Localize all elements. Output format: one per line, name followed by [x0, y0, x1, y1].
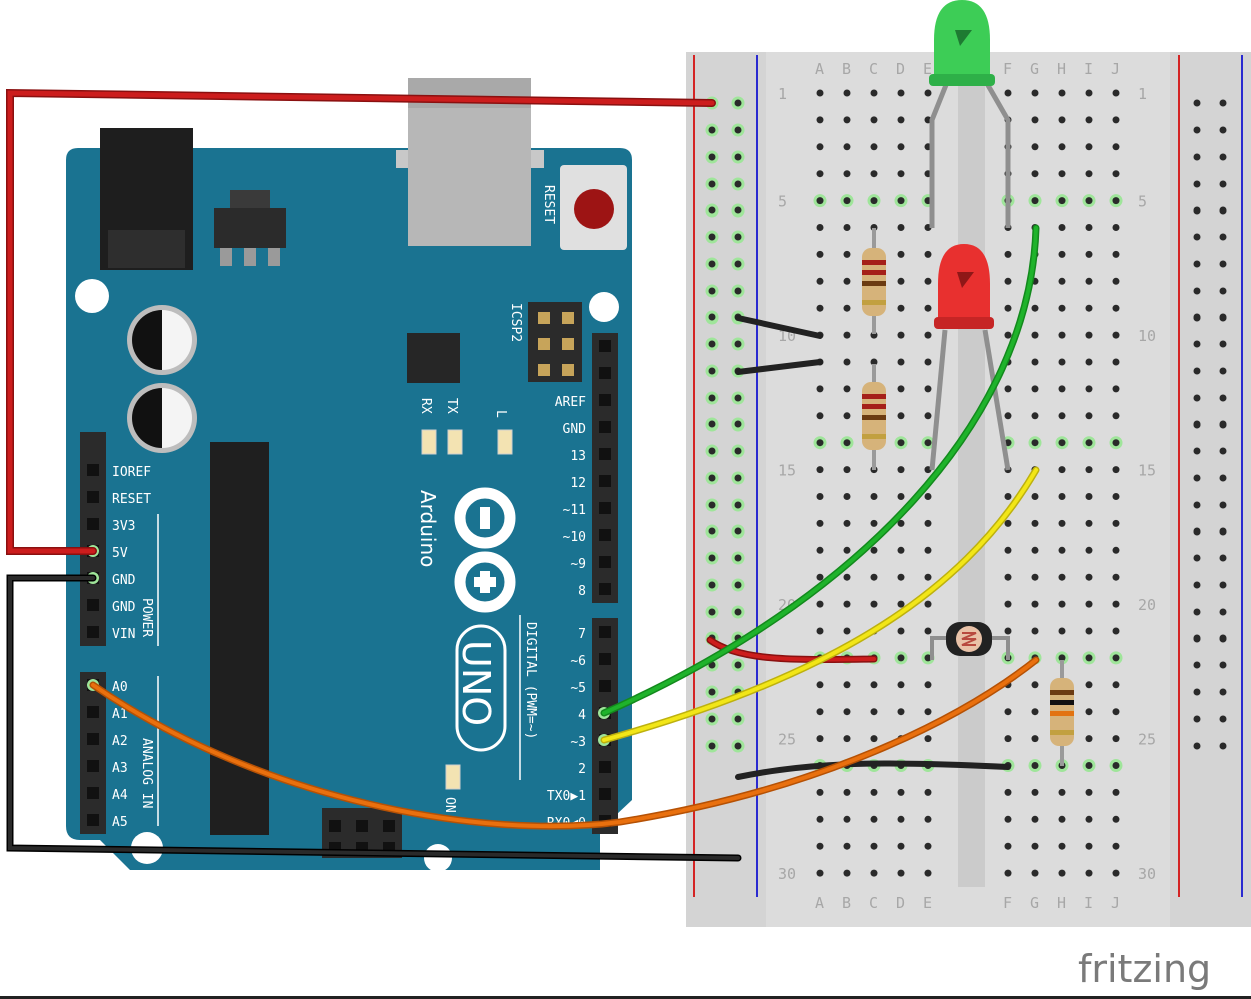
arduino-logo-text: Arduino — [416, 490, 440, 567]
digital-pin-label: ~5 — [570, 681, 586, 696]
digital-pin-label: ~3 — [570, 735, 586, 750]
digital-pin-label: 13 — [570, 449, 586, 464]
resistor-3 — [1050, 660, 1074, 766]
black-wire-2 — [735, 359, 823, 375]
bottom-rule — [0, 996, 1251, 999]
column-label: A — [815, 60, 824, 78]
photoresistor — [930, 622, 1010, 660]
power-header-label: POWER — [139, 598, 154, 637]
digital-pin-label: 7 — [578, 627, 586, 642]
digital-pin-label: 4 — [578, 708, 586, 723]
power-pin-label: 3V3 — [112, 519, 135, 534]
row-label: 30 — [1138, 865, 1156, 883]
row-label: 20 — [1138, 596, 1156, 614]
row-label: 15 — [778, 462, 796, 480]
digital-pin-label: GND — [563, 422, 587, 437]
fritzing-logo: fritzing — [1078, 947, 1211, 991]
green-led — [929, 0, 1011, 228]
power-pin-label: VIN — [112, 627, 135, 642]
red-led — [929, 244, 1011, 471]
column-label: A — [815, 894, 824, 912]
column-label: D — [896, 60, 905, 78]
column-label: G — [1030, 60, 1039, 78]
black-wire-1 — [735, 315, 823, 339]
row-label: 1 — [1138, 85, 1147, 103]
arduino-uno-board: RESET ICSP2 RX TX L ON Arduino UNO — [66, 78, 632, 872]
power-pin-label: RESET — [112, 492, 151, 507]
led-label-l: L — [493, 410, 508, 418]
digital-pin-label: ~9 — [570, 557, 586, 572]
analog-pin-label: A4 — [112, 788, 128, 803]
column-label: H — [1057, 60, 1066, 78]
arduino-logo: Arduino UNO — [416, 487, 516, 752]
row-label: 25 — [778, 731, 796, 749]
analog-pin-label: A2 — [112, 734, 128, 749]
power-pin-label: GND — [112, 600, 136, 615]
row-label: 10 — [1138, 327, 1156, 345]
column-label: B — [842, 894, 851, 912]
column-label: F — [1003, 894, 1012, 912]
power-pin-label: IOREF — [112, 465, 151, 480]
digital-pin-label: 8 — [578, 584, 586, 599]
digital-header-bottom — [592, 618, 618, 834]
digital-pin-label: ~11 — [563, 503, 586, 518]
digital-header-label: DIGITAL (PWM=~) — [523, 622, 538, 739]
column-label: B — [842, 60, 851, 78]
column-label: F — [1003, 60, 1012, 78]
led-label-rx: RX — [418, 398, 433, 414]
analog-pin-label: A0 — [112, 680, 128, 695]
row-label: 1 — [778, 85, 787, 103]
column-label: I — [1084, 60, 1093, 78]
analog-pin-label: A3 — [112, 761, 128, 776]
digital-pin-label: 12 — [570, 476, 586, 491]
analog-header — [80, 672, 106, 834]
column-label: C — [869, 60, 878, 78]
digital-pin-label: AREF — [555, 395, 586, 410]
column-label: J — [1111, 60, 1120, 78]
icsp-label: ICSP2 — [508, 303, 523, 342]
digital-pin-label: ~6 — [570, 654, 586, 669]
column-label: J — [1111, 894, 1120, 912]
reset-label: RESET — [541, 185, 556, 224]
digital-pin-label: ~10 — [563, 530, 586, 545]
digital-pin-label: TX0▶1 — [547, 789, 586, 804]
row-label: 5 — [778, 193, 787, 211]
column-label: E — [923, 894, 932, 912]
column-label: C — [869, 894, 878, 912]
uno-text: UNO — [454, 640, 498, 726]
analog-pin-label: A1 — [112, 707, 128, 722]
column-label: H — [1057, 894, 1066, 912]
row-label: 5 — [1138, 193, 1147, 211]
resistor-1 — [862, 228, 886, 334]
row-label: 15 — [1138, 462, 1156, 480]
column-label: D — [896, 894, 905, 912]
column-label: E — [923, 60, 932, 78]
column-label: G — [1030, 894, 1039, 912]
wires — [6, 88, 1040, 862]
column-label: I — [1084, 894, 1093, 912]
analog-pin-label: A5 — [112, 815, 128, 830]
on-label: ON — [442, 797, 457, 813]
digital-pin-label: 2 — [578, 762, 586, 777]
power-pin-label: 5V — [112, 546, 128, 561]
power-pin-label: GND — [112, 573, 136, 588]
black-wire-3 — [735, 760, 1011, 780]
row-label: 30 — [778, 865, 796, 883]
resistor-2 — [862, 364, 886, 470]
analog-header-label: ANALOG IN — [139, 738, 154, 808]
led-label-tx: TX — [444, 398, 459, 414]
row-label: 25 — [1138, 731, 1156, 749]
